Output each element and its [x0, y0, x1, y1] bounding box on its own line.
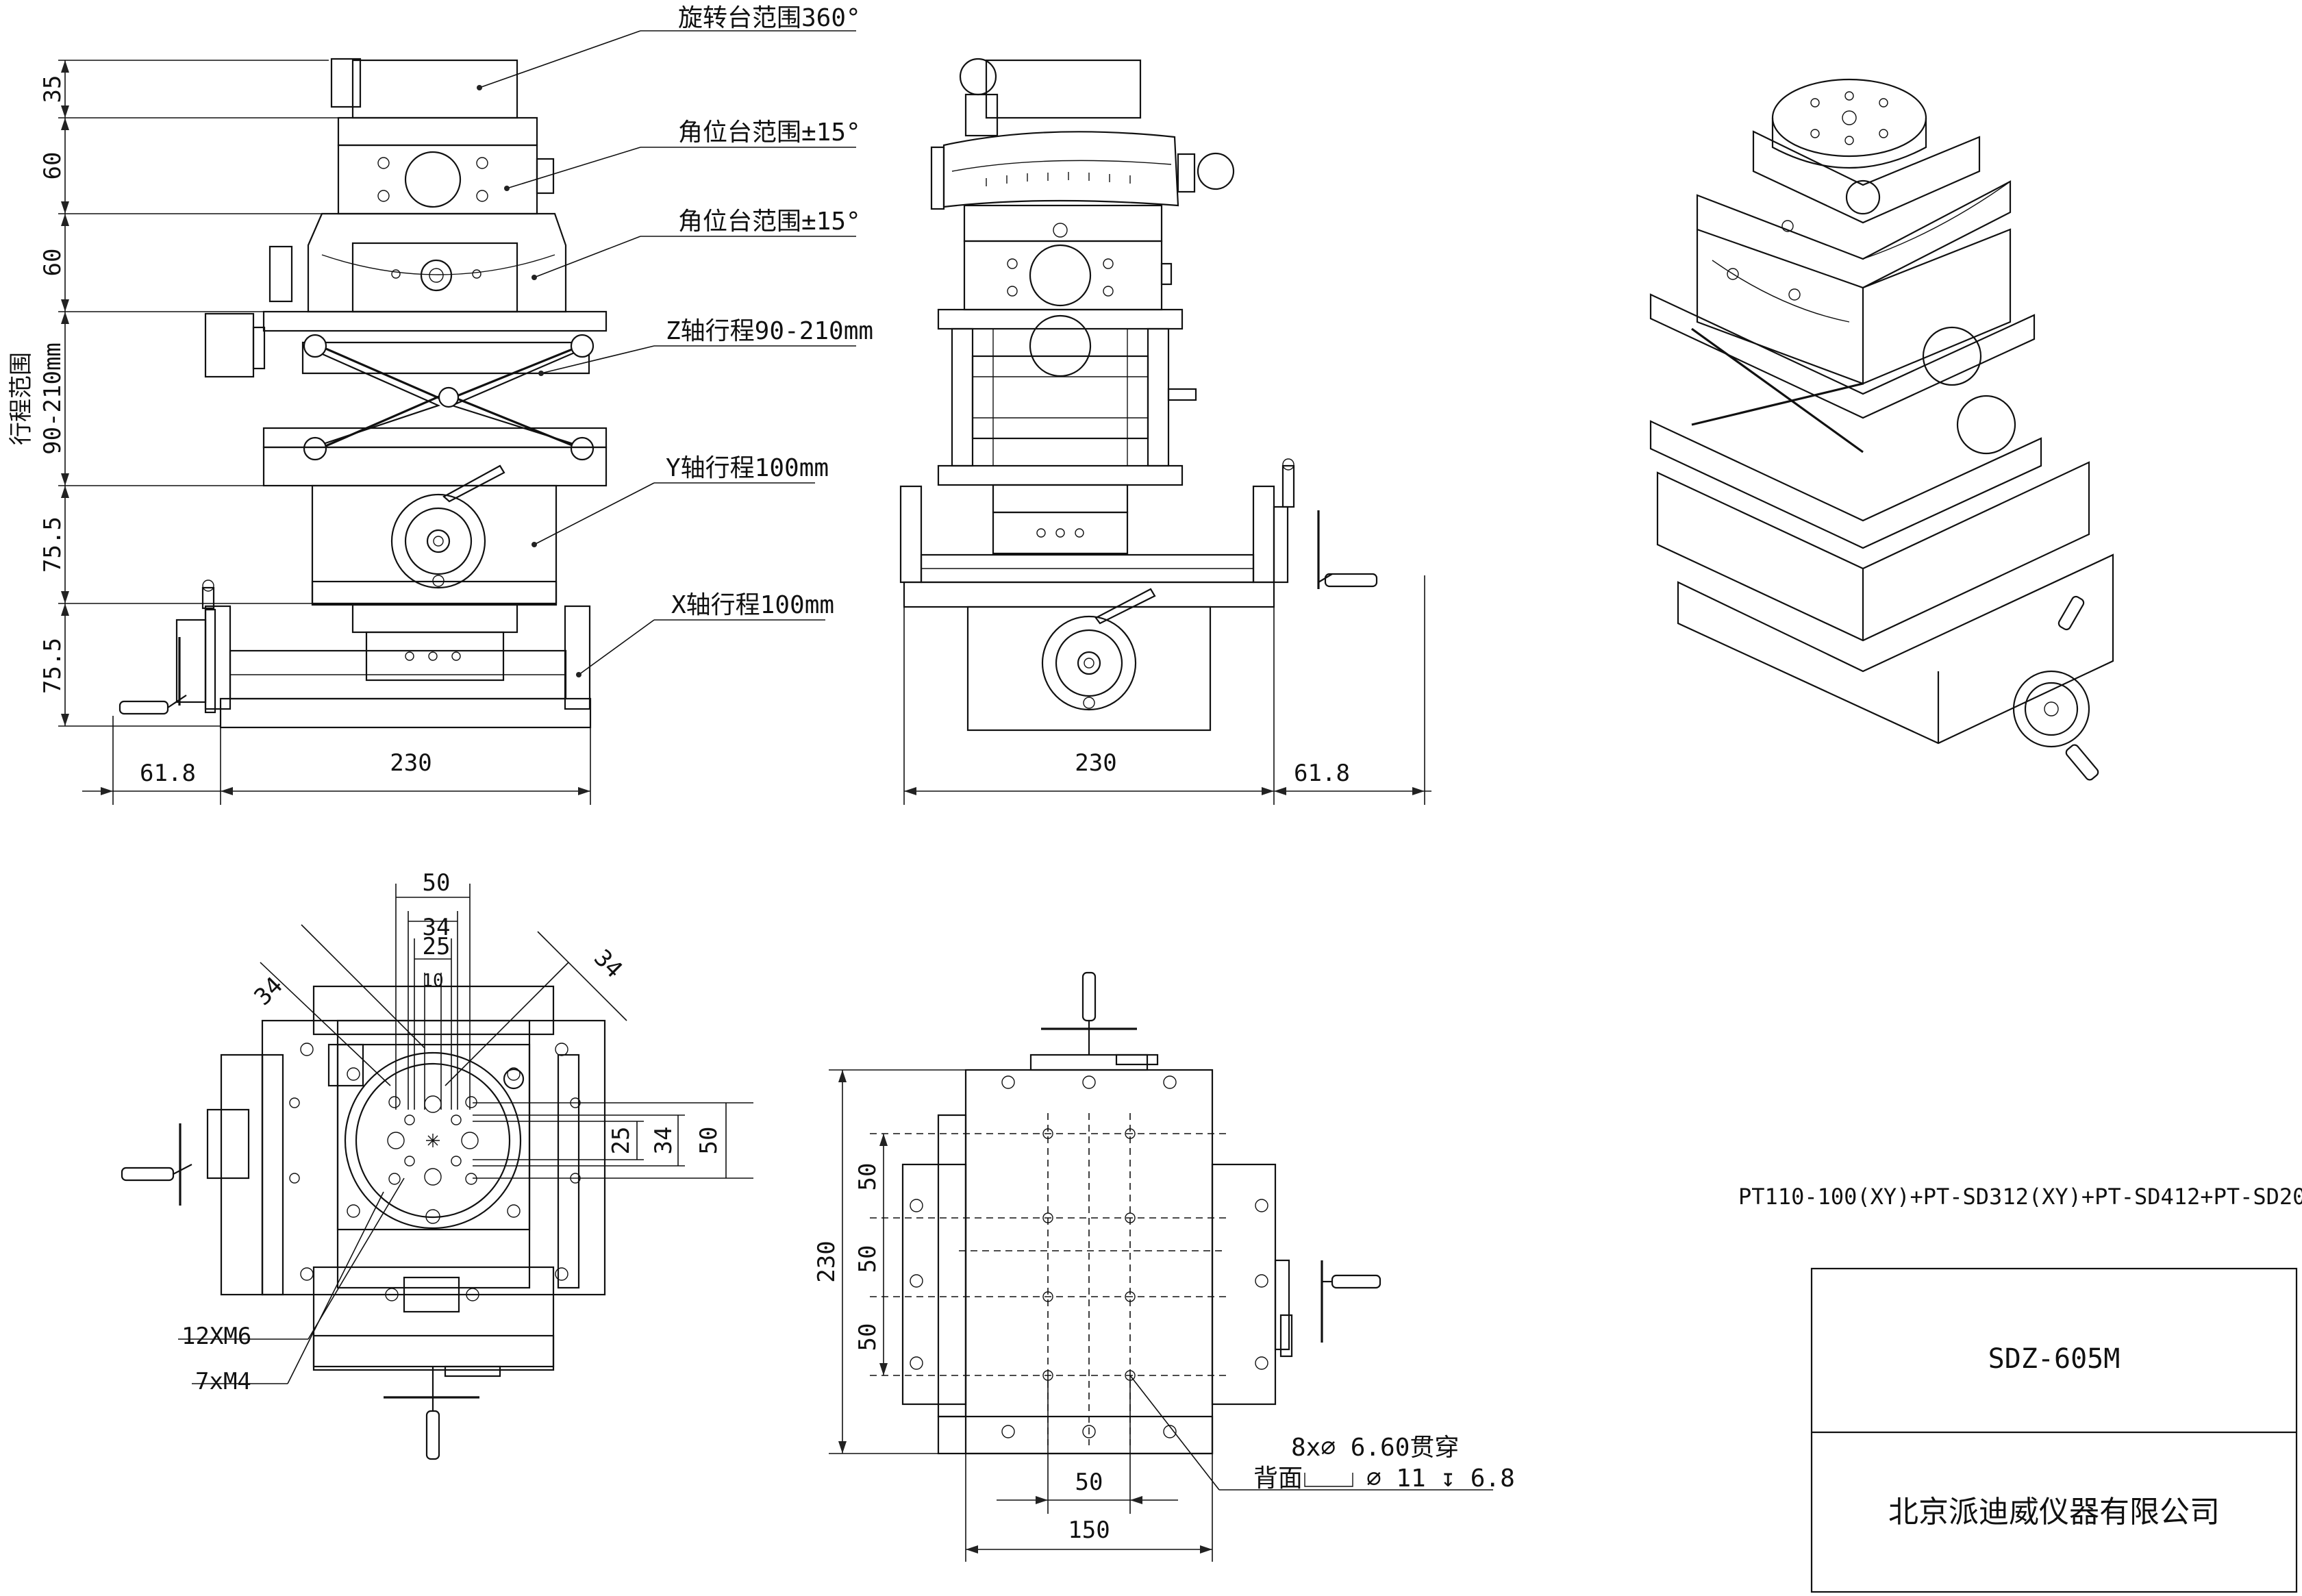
- dim-left-50-2: 50: [854, 1245, 881, 1273]
- dim-230-side: 230: [1075, 749, 1116, 777]
- dim-35: 35: [39, 75, 66, 103]
- dim-diag-34-right: 34: [588, 945, 627, 984]
- dim-230-front: 230: [390, 749, 431, 777]
- dim-75-5-lower: 75.5: [39, 638, 66, 694]
- travel-range-label: 行程范围: [8, 352, 35, 445]
- hole-note-back-prefix: 背面: [1253, 1464, 1303, 1493]
- dim-60-upper: 60: [39, 152, 66, 180]
- callout-x-travel: X轴行程100mm: [671, 591, 834, 619]
- dim-75-5-upper: 75.5: [39, 516, 66, 573]
- dim-top-10: 10: [422, 971, 443, 991]
- hole-label-7xm4: 7xM4: [195, 1368, 251, 1395]
- front-view: [118, 58, 608, 729]
- dim-bottom-150: 150: [1068, 1517, 1110, 1544]
- front-view-dimensions: 35 60 60 75.5 75.5 行程范围 90-210mm 61.8 23…: [8, 60, 591, 805]
- dim-left-50-3: 50: [854, 1323, 881, 1351]
- product-name: SDZ-605M: [1988, 1343, 2120, 1375]
- travel-range-value: 90-210mm: [39, 342, 66, 455]
- company-name: 北京派迪威仪器有限公司: [1888, 1495, 2220, 1530]
- hole-label-12xm6: 12XM6: [182, 1323, 251, 1350]
- front-view-callouts: 旋转台范围360° 角位台范围±15° 角位台范围±15° Z轴行程90-210…: [477, 4, 873, 677]
- rotary-holes: [387, 1095, 479, 1224]
- dim-right-50: 50: [695, 1127, 723, 1155]
- dim-left-50-1: 50: [854, 1163, 881, 1191]
- side-view: [899, 58, 1378, 732]
- dim-right-25: 25: [608, 1127, 635, 1155]
- callout-rotary-range: 旋转台范围360°: [678, 4, 861, 32]
- bottom-view: [870, 971, 1381, 1455]
- dim-top-25: 25: [423, 933, 451, 960]
- dim-right-34: 34: [650, 1127, 677, 1155]
- callout-goniometer-range-1: 角位台范围±15°: [678, 119, 861, 147]
- dim-60-lower: 60: [39, 249, 66, 277]
- hole-note-through: 8x⌀ 6.60贯穿: [1291, 1434, 1459, 1462]
- dim-height-230: 230: [813, 1240, 840, 1282]
- callout-goniometer-range-2: 角位台范围±15°: [678, 208, 861, 236]
- callout-z-travel: Z轴行程90-210mm: [666, 317, 873, 345]
- hole-note-back-suffix: ⌀ 11 ↧ 6.8: [1366, 1464, 1515, 1493]
- bottom-view-dimensions: 50 50 50 230 50 150 8x⌀ 6.60贯穿 背面 ⌀ 11 ↧…: [813, 1069, 1515, 1562]
- scale-ticks: [986, 172, 1131, 186]
- model-code: PT110-100(XY)+PT-SD312(XY)+PT-SD412+PT-S…: [1738, 1184, 2302, 1210]
- dim-top-34: 34: [423, 914, 451, 941]
- top-view-dimensions: 50 34 25 10 34 34 25 34 50 12XM6 7xM4: [178, 869, 753, 1395]
- dim-61-8-front: 61.8: [140, 760, 196, 787]
- side-view-dimensions: 230 61.8: [903, 575, 1431, 805]
- callout-y-travel: Y轴行程100mm: [666, 454, 829, 482]
- dim-bottom-50: 50: [1075, 1469, 1103, 1496]
- dim-top-50: 50: [423, 869, 451, 897]
- title-block: SDZ-605M 北京派迪威仪器有限公司: [1810, 1267, 2298, 1593]
- mount-holes: [910, 1075, 1268, 1438]
- top-view: [121, 985, 606, 1460]
- dim-diag-34-left: 34: [249, 972, 288, 1011]
- dim-61-8-side: 61.8: [1294, 760, 1350, 787]
- isometric-view: [1649, 78, 2114, 781]
